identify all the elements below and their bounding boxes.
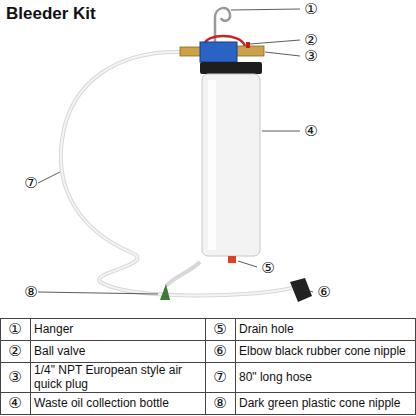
table-number: ⑦	[205, 363, 235, 392]
callout-number: ⑥	[315, 283, 333, 301]
table-number: ②	[0, 341, 30, 362]
hose-end	[166, 262, 200, 286]
callout-number: ⑧	[22, 283, 40, 301]
green-nipple	[160, 284, 170, 300]
callout-number: ⑤	[259, 259, 277, 277]
brass-fitting	[180, 47, 202, 56]
ball-valve	[200, 42, 237, 62]
table-number: ③	[0, 363, 30, 392]
bottle-cap	[200, 62, 262, 74]
table-number: ⑤	[205, 319, 235, 340]
table-number: ④	[0, 393, 30, 414]
title: Bleeder Kit	[6, 4, 166, 24]
parts-table-grid	[0, 318, 416, 415]
callout-number: ①	[302, 0, 320, 18]
table-part-name: Hanger	[34, 319, 202, 340]
table-part-name: Ball valve	[34, 341, 202, 362]
leader-lines	[38, 9, 313, 294]
callout-number: ②	[302, 31, 320, 49]
hanger	[215, 8, 230, 46]
bottle-shine	[208, 80, 216, 250]
table-part-name: Elbow black rubber cone nipple	[239, 341, 413, 362]
table-number: ①	[0, 319, 30, 340]
table-number: ⑥	[205, 341, 235, 362]
drain-hole	[228, 256, 236, 263]
black-nipple	[290, 278, 312, 302]
callout-number: ③	[302, 47, 320, 65]
table-part-name: Dark green plastic cone nipple	[239, 393, 413, 414]
table-part-name: 1/4" NPT European style air quick plug	[34, 363, 202, 392]
collection-bottle	[202, 74, 260, 256]
valve-handle	[246, 42, 250, 48]
table-part-name: Waste oil collection bottle	[34, 393, 202, 414]
callout-number: ④	[302, 122, 320, 140]
callout-number: ⑦	[22, 174, 40, 192]
table-number: ⑧	[205, 393, 235, 414]
hose-highlight	[61, 52, 292, 296]
table-part-name: Drain hole	[239, 319, 413, 340]
hose	[61, 52, 292, 296]
table-part-name: 80" long hose	[239, 363, 413, 392]
